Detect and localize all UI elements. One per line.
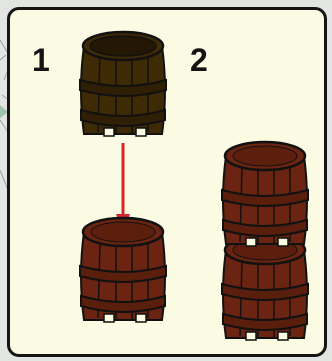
build-scene [78, 30, 310, 342]
instruction-panel: 1 2 [7, 7, 327, 357]
step-number-1: 1 [32, 42, 50, 78]
dark-brown-barrel-icon [78, 30, 168, 138]
step-number-2: 2 [190, 42, 208, 78]
stacked-barrels-icon [220, 140, 310, 342]
reddish-brown-barrel-icon [78, 216, 168, 324]
